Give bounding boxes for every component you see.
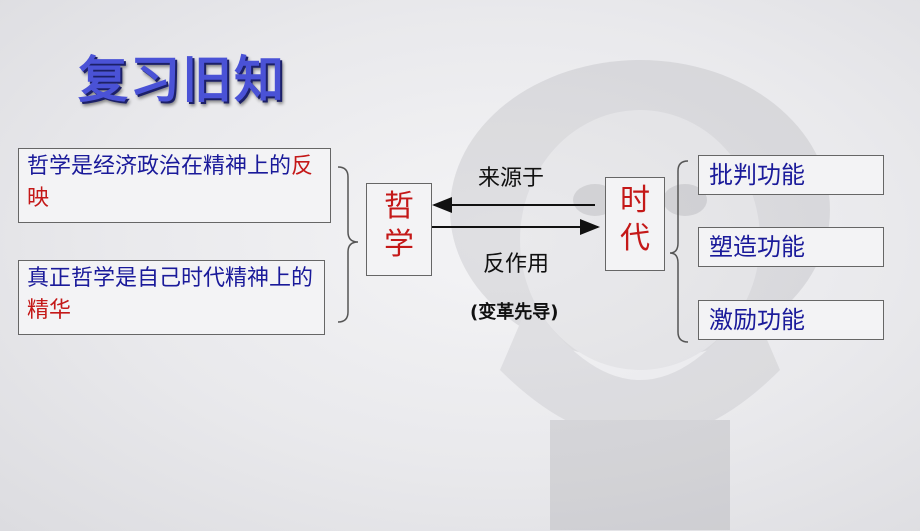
left-bracket [337, 166, 359, 323]
era-char-2: 代 [620, 221, 650, 256]
statement-text: 哲学是经济政治在精神上的 [27, 154, 292, 179]
arrow-label-reaction: 反作用 [483, 252, 550, 277]
statement-box-essence: 真正哲学是自己时代精神上的精华 [18, 260, 325, 335]
function-box-shaping: 塑造功能 [698, 227, 884, 267]
statement-highlight: 反映 [27, 154, 314, 211]
philosophy-char-2: 学 [384, 227, 414, 262]
function-label: 批判功能 [709, 161, 805, 189]
function-label: 激励功能 [709, 306, 805, 334]
statement-text: 真正哲学是自己时代精神上的 [27, 266, 314, 291]
statement-highlight: 精华 [27, 298, 72, 323]
philosophy-box: 哲 学 [366, 183, 432, 276]
function-label: 塑造功能 [709, 233, 805, 261]
function-box-critique: 批判功能 [698, 155, 884, 195]
page-title: 复习旧知 [78, 51, 286, 109]
era-box: 时 代 [605, 177, 665, 271]
statement-box-reflection: 哲学是经济政治在精神上的反映 [18, 148, 331, 223]
philosophy-char-1: 哲 [384, 189, 414, 224]
arrow-label-source: 来源于 [478, 166, 545, 191]
era-char-1: 时 [620, 183, 650, 218]
right-bracket [669, 160, 689, 343]
arrow-note-reform: (变革先导) [470, 302, 559, 323]
function-box-motivation: 激励功能 [698, 300, 884, 340]
